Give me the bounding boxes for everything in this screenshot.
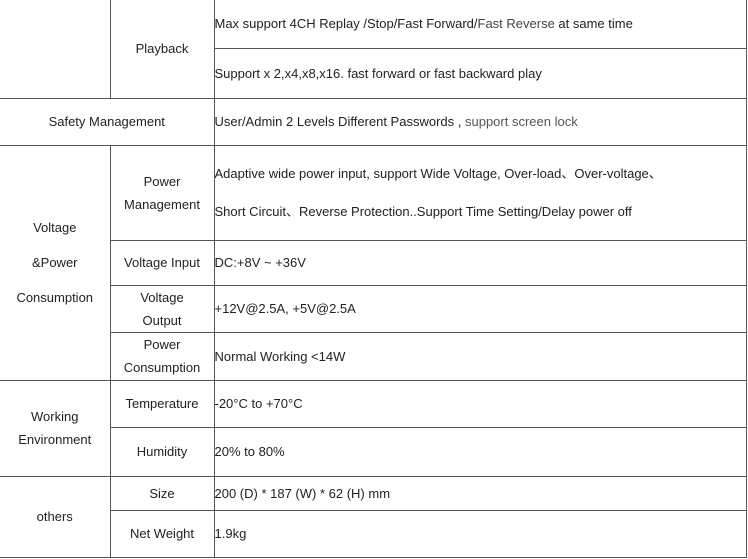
temperature-value: -20°C to +70°C: [213, 379, 747, 428]
safety-management-label: Safety Management: [0, 97, 215, 146]
table-row: Net Weight 1.9kg: [0, 509, 747, 558]
voltage-output-label-line-2: Output: [142, 312, 182, 328]
others-category: others: [0, 475, 111, 558]
net-weight-label: Net Weight: [109, 509, 215, 558]
playback-label: Playback: [109, 0, 215, 99]
playback-value-1: Max support 4CH Replay /Stop/Fast Forwar…: [213, 0, 747, 49]
environment-category-line-1: Working: [31, 409, 79, 424]
power-management-value-line-2: Short Circuit、Reverse Protection..Suppor…: [214, 203, 632, 219]
temperature-label: Temperature: [109, 379, 215, 428]
power-management-label-line-2: Management: [124, 196, 200, 212]
voltage-output-value: +12V@2.5A, +5V@2.5A: [213, 284, 747, 333]
table-row: Voltage &Power Consumption Power Managem…: [0, 144, 747, 381]
voltage-category-line-1: Voltage: [33, 220, 77, 235]
net-weight-value: 1.9kg: [213, 509, 747, 558]
table-row: Power Consumption Normal Working <14W: [0, 331, 747, 381]
voltage-input-value: DC:+8V ~ +36V: [213, 239, 747, 286]
power-management-value: Adaptive wide power input, support Wide …: [213, 144, 747, 241]
voltage-power-category: Voltage &Power Consumption: [0, 144, 111, 381]
table-row: Humidity 20% to 80%: [0, 426, 747, 477]
size-label: Size: [109, 475, 215, 511]
safety-value-text-b: support screen lock: [461, 114, 578, 129]
environment-category-line-2: Environment: [18, 432, 92, 447]
table-row: Support x 2,x4,x8,x16. fast forward or f…: [0, 47, 747, 99]
table-row: Working Environment Temperature -20°C to…: [0, 379, 747, 477]
voltage-input-label: Voltage Input: [109, 239, 215, 286]
voltage-category-line-3: Consumption: [16, 290, 94, 305]
table-row: Voltage Input DC:+8V ~ +36V: [0, 239, 747, 286]
humidity-label: Humidity: [109, 426, 215, 477]
voltage-category-line-2: &Power: [31, 255, 78, 270]
table-row: Safety Management User/Admin 2 Levels Di…: [0, 97, 747, 146]
safety-management-value: User/Admin 2 Levels Different Passwords …: [213, 97, 747, 146]
power-management-value-line-1: Adaptive wide power input, support Wide …: [214, 165, 662, 181]
power-consumption-value: Normal Working <14W: [213, 331, 747, 381]
power-management-label-line-1: Power: [143, 173, 181, 189]
safety-value-text-a: User/Admin 2 Levels Different Passwords …: [214, 114, 462, 129]
playback-value-1-text-a: Max support 4CH Replay /Stop/Fast Forwar…: [214, 16, 478, 32]
table-row: Voltage Output +12V@2.5A, +5V@2.5A: [0, 284, 747, 333]
humidity-value: 20% to 80%: [213, 426, 747, 477]
voltage-output-label-line-1: Voltage: [140, 289, 184, 305]
power-consumption-label: Power Consumption: [109, 331, 215, 381]
playback-value-1-text-b: Fast Reverse: [477, 16, 555, 32]
working-environment-category: Working Environment: [0, 379, 111, 477]
playback-value-2: Support x 2,x4,x8,x16. fast forward or f…: [213, 47, 747, 99]
power-management-label: Power Management: [109, 144, 215, 241]
voltage-output-label: Voltage Output: [109, 284, 215, 333]
power-consumption-label-line-2: Consumption: [123, 360, 201, 375]
table-row: others Size 200 (D) * 187 (W) * 62 (H) m…: [0, 475, 747, 558]
playback-category-cell: [0, 0, 111, 99]
power-consumption-label-line-1: Power: [143, 337, 181, 352]
table-row: Playback Max support 4CH Replay /Stop/Fa…: [0, 0, 747, 99]
playback-value-1-text-c: at same time: [554, 16, 633, 32]
size-value: 200 (D) * 187 (W) * 62 (H) mm: [213, 475, 747, 511]
